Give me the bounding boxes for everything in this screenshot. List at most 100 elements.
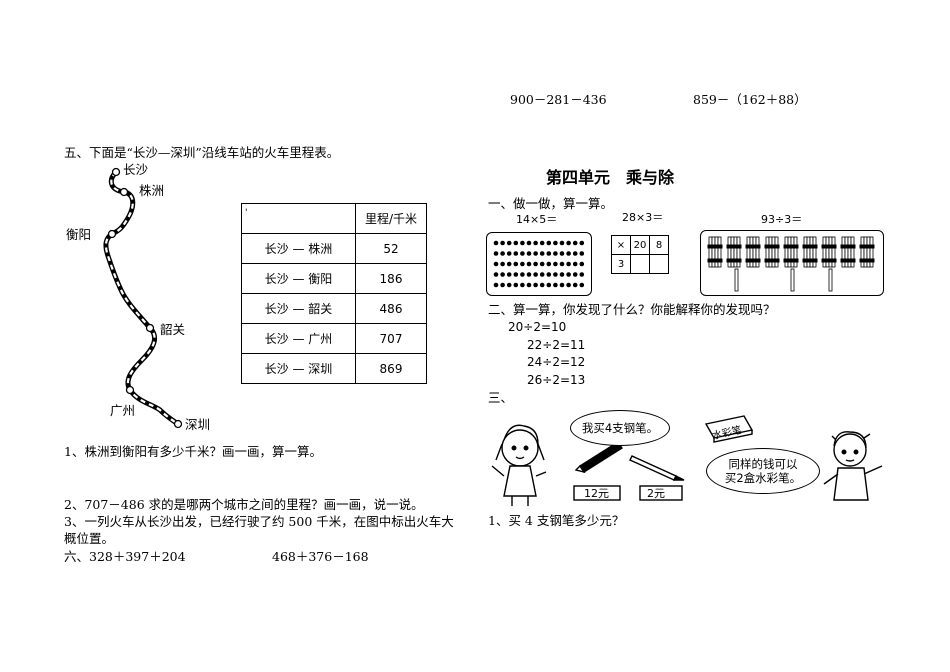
speech-bubble-boy-line-1: 同样的钱可以 [728, 457, 798, 471]
dot [526, 240, 532, 246]
pencil-icon [629, 455, 685, 481]
dot [526, 272, 532, 277]
station-guangzhou [125, 385, 135, 395]
dot [526, 261, 532, 267]
dot [520, 272, 525, 277]
grid-cell [630, 254, 650, 274]
km-cell: 707 [355, 323, 427, 354]
stick-bundle [840, 236, 856, 268]
dot [579, 282, 585, 288]
route-cell: 长沙 — 衡阳 [241, 263, 356, 294]
section-3-title: 三、 [488, 390, 514, 405]
dot [579, 272, 585, 277]
dot [566, 282, 571, 288]
dot [539, 240, 545, 246]
section-6-expression-1: 六、328＋397＋204 [64, 549, 186, 564]
stick-bundle [726, 236, 742, 268]
station-shenzhen [173, 419, 183, 429]
dot [533, 282, 538, 288]
boy-figure [823, 431, 883, 501]
dot [513, 251, 519, 256]
dot [539, 251, 545, 256]
pen-price-tag: 12元 [584, 487, 609, 500]
distance-table: ' 里程/千米 长沙 — 株洲 52 长沙 — 衡阳 186 长沙 — 韶关 4… [241, 203, 427, 384]
dot [553, 251, 558, 256]
task-multiply-28x3: 28×3＝ [622, 211, 664, 224]
stick-bundle [745, 236, 761, 268]
city-label-changsha: 长沙 [123, 162, 149, 177]
section-2-title: 二、算一算，你发现了什么？你能解释你的发现吗？ [488, 302, 776, 317]
dot [500, 282, 505, 288]
single-stick [790, 268, 795, 292]
dot [559, 251, 565, 256]
city-label-shenzhen: 深圳 [185, 417, 211, 432]
section-5-title: 五、下面是“长沙—深圳”沿线车站的火车里程表。 [64, 145, 340, 160]
dot [572, 251, 578, 256]
single-stick [734, 268, 739, 292]
dot [566, 272, 571, 277]
top-expression-1: 900－281－436 [510, 92, 607, 107]
dot [500, 261, 505, 267]
route-cell: 长沙 — 韶关 [241, 293, 356, 324]
dot [493, 261, 499, 267]
stick-bundle [707, 236, 723, 268]
table-row: 长沙 — 深圳 869 [241, 353, 427, 384]
station-shaoguan [145, 323, 155, 333]
section-6-expression-2: 468＋376－168 [272, 549, 369, 564]
city-label-hengyang: 衡阳 [66, 227, 92, 242]
dot [513, 272, 519, 277]
dot [559, 282, 565, 288]
dot [506, 272, 512, 277]
speech-bubble-boy: 同样的钱可以 买2盒水彩笔。 [706, 448, 820, 494]
division-line-4: 26÷2=13 [527, 373, 586, 387]
dot [506, 261, 512, 267]
grid-cell: 3 [611, 254, 631, 274]
city-label-shaoguan: 韶关 [160, 322, 186, 337]
dot [566, 240, 571, 246]
route-cell: 长沙 — 株洲 [241, 233, 356, 264]
dot [493, 272, 499, 277]
shopping-illustration [491, 415, 883, 506]
dot [546, 261, 552, 267]
dot [539, 282, 545, 288]
question-2: 2、707－486 求的是哪两个城市之间的里程？画一画，说一说。 [64, 497, 424, 512]
stick-bundle [821, 236, 837, 268]
task-multiply-14x5: 14×5＝ [516, 213, 558, 226]
dot [579, 251, 585, 256]
dot [493, 240, 499, 246]
dot [546, 240, 552, 246]
dot [500, 272, 505, 277]
dot [572, 282, 578, 288]
dot [526, 251, 532, 256]
table-corner-cell: ' [241, 203, 356, 234]
stick-bundles-box [700, 230, 884, 296]
station-changsha [111, 167, 121, 177]
km-cell: 52 [355, 233, 427, 264]
dot-array [493, 240, 585, 288]
dot [506, 282, 512, 288]
route-cell: 长沙 — 深圳 [241, 353, 356, 384]
dot [539, 272, 545, 277]
dot [533, 251, 538, 256]
question-3-line-2: 概位置。 [64, 531, 115, 546]
dot [546, 272, 552, 277]
dot [500, 240, 505, 246]
task-divide-93by3: 93÷3＝ [761, 213, 803, 226]
dot [579, 261, 585, 267]
dot [546, 251, 552, 256]
dot [539, 261, 545, 267]
station-zhuzhou [119, 187, 129, 197]
grid-cell: 20 [630, 235, 650, 255]
dot [533, 261, 538, 267]
dot [566, 251, 571, 256]
division-line-3: 24÷2=12 [527, 355, 586, 369]
city-label-zhuzhou: 株洲 [139, 183, 165, 198]
city-label-guangzhou: 广州 [110, 403, 136, 418]
table-row: 长沙 — 广州 707 [241, 323, 427, 354]
table-header-distance: 里程/千米 [355, 203, 427, 234]
dot [553, 272, 558, 277]
stick-bundle [802, 236, 818, 268]
dot [493, 282, 499, 288]
stick-bundle [859, 236, 875, 268]
table-row: 长沙 — 株洲 52 [241, 233, 427, 264]
